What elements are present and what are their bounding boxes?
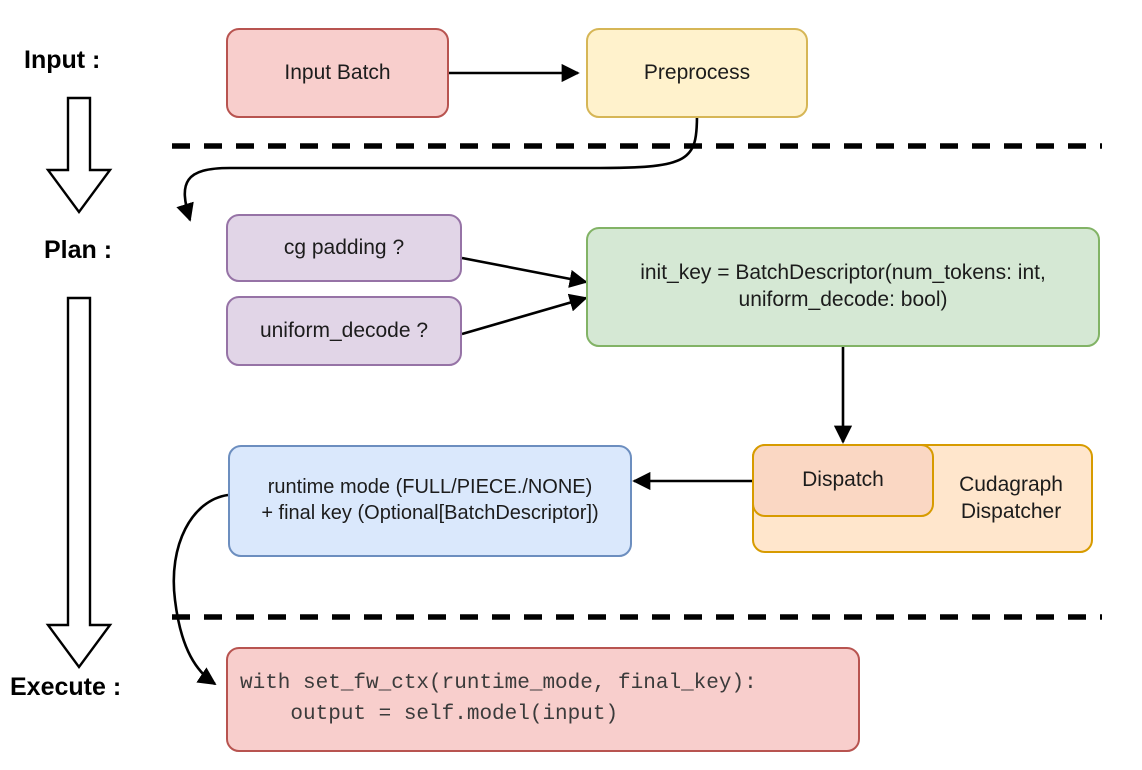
node-cg-padding[interactable]: cg padding ?	[226, 214, 462, 282]
edge-uniform-decode-to-init-key	[461, 293, 588, 336]
node-preprocess-label: Preprocess	[643, 60, 751, 84]
node-cudagraph-dispatcher-label: Cudagraph Dispatcher	[959, 472, 1063, 523]
stage-label-execute: Execute :	[10, 673, 122, 701]
stage-arrow-input-to-plan-arrow	[45, 96, 113, 215]
node-input-batch[interactable]: Input Batch	[226, 28, 449, 118]
stage-arrow-plan-to-execute-arrow	[45, 296, 113, 670]
node-runtime-mode[interactable]: runtime mode (FULL/PIECE./NONE) + final …	[228, 445, 632, 557]
node-dispatch[interactable]: Dispatch	[752, 444, 934, 517]
node-execute-code-label: with set_fw_ctx(runtime_mode, final_key)…	[240, 672, 757, 726]
stage-label-plan: Plan :	[44, 236, 113, 264]
node-preprocess[interactable]: Preprocess	[586, 28, 808, 118]
edge-runtime-mode-to-execute-code	[172, 493, 229, 686]
node-uniform-decode-label: uniform_decode ?	[259, 318, 429, 342]
node-cg-padding-label: cg padding ?	[283, 235, 405, 259]
node-input-batch-label: Input Batch	[284, 60, 391, 84]
edge-cg-padding-to-init-key	[461, 256, 588, 288]
stage-label-input: Input :	[24, 46, 101, 74]
node-dispatch-label: Dispatch	[802, 468, 884, 492]
node-uniform-decode[interactable]: uniform_decode ?	[226, 296, 462, 366]
node-execute-code[interactable]: with set_fw_ctx(runtime_mode, final_key)…	[226, 647, 860, 752]
edge-preprocess-to-cg-padding	[176, 114, 699, 222]
node-init-key-label: init_key = BatchDescriptor(num_tokens: i…	[640, 261, 1046, 311]
node-init-key[interactable]: init_key = BatchDescriptor(num_tokens: i…	[586, 227, 1100, 347]
node-runtime-mode-label: runtime mode (FULL/PIECE./NONE) + final …	[261, 476, 599, 524]
